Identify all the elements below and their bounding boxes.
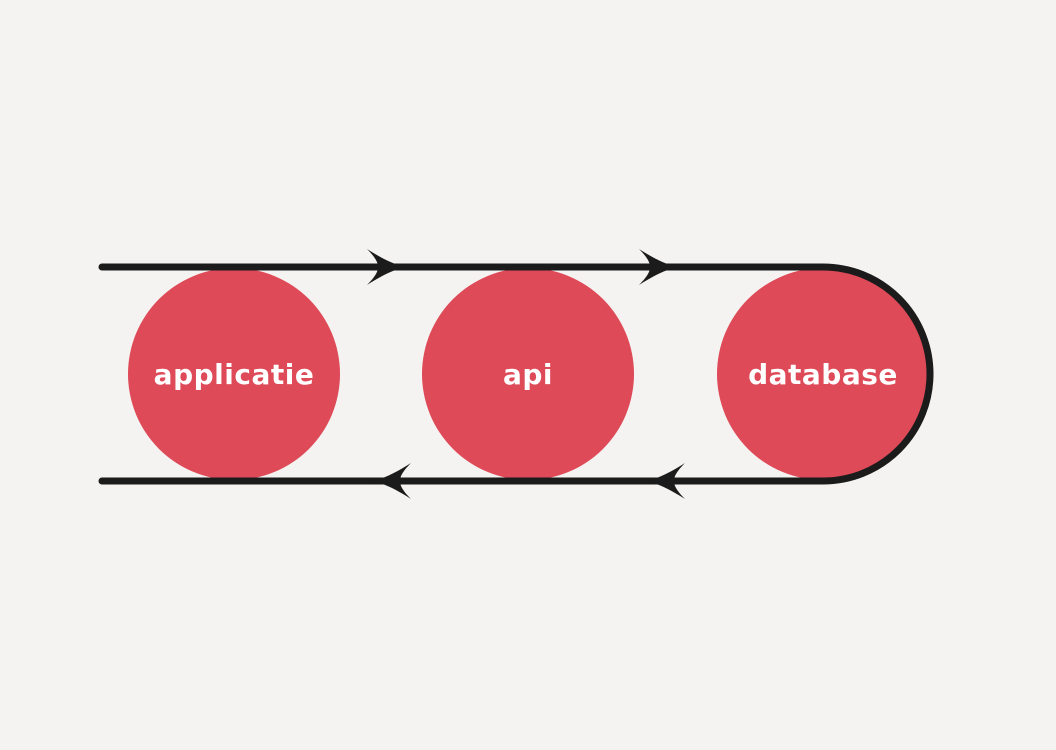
node-api: api xyxy=(422,268,634,480)
node-api-label: api xyxy=(502,357,554,391)
node-database-label: database xyxy=(748,357,898,391)
arrowhead-bottom-first-left-icon xyxy=(373,463,411,499)
node-applicatie: applicatie xyxy=(128,268,340,480)
node-database: database xyxy=(717,268,929,480)
arrowhead-top-second-right-icon xyxy=(639,249,677,285)
arrowhead-bottom-second-left-icon xyxy=(647,463,685,499)
node-applicatie-label: applicatie xyxy=(153,357,315,391)
arrowhead-top-first-right-icon xyxy=(367,249,405,285)
